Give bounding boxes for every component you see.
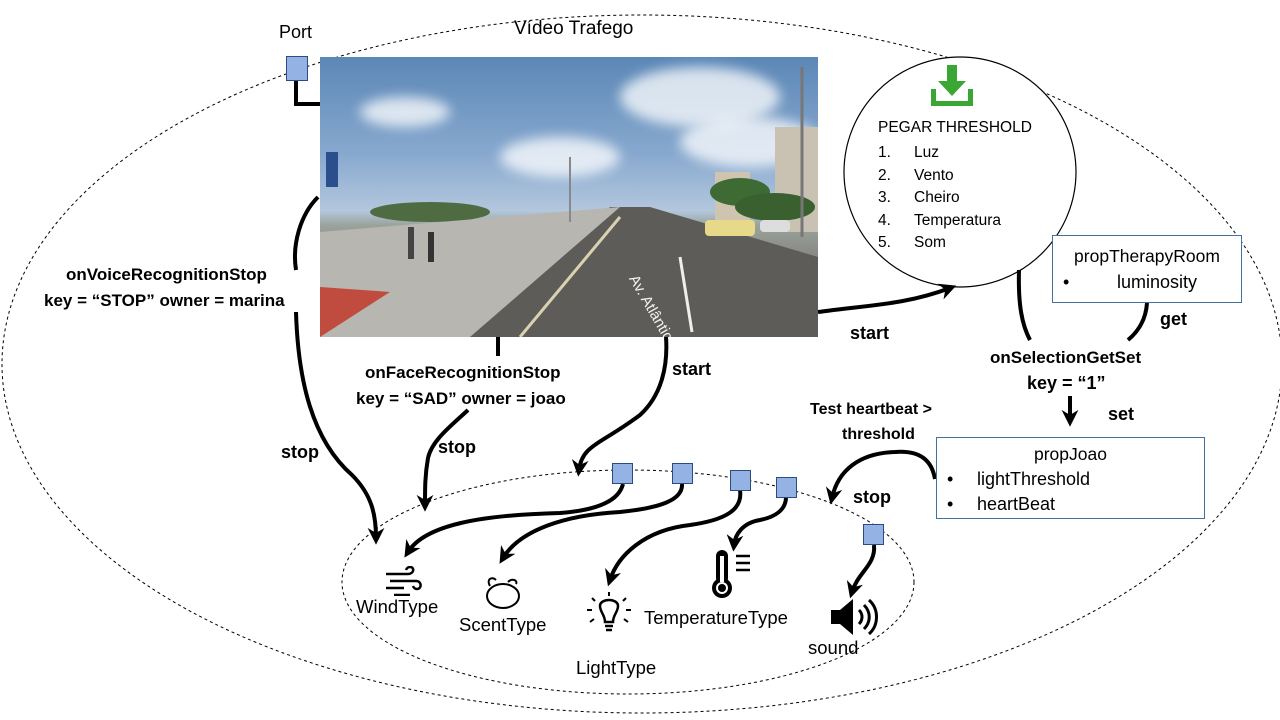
- port-label: Port: [279, 22, 313, 42]
- start-label-light: start: [672, 359, 712, 379]
- prop-joao-box[interactable]: propJoao lightThreshold heartBeat: [936, 437, 1205, 519]
- sound-port-link: [846, 544, 877, 599]
- set-label: set: [1108, 404, 1135, 424]
- prop-therapy-room-box[interactable]: propTherapyRoom luminosity: [1052, 235, 1242, 303]
- sound-port[interactable]: [863, 524, 884, 545]
- scent-bottle-icon: [486, 577, 520, 609]
- prop-therapy-get-link: [1126, 302, 1149, 342]
- face-event-condition: key = “SAD” owner = joao: [356, 389, 566, 408]
- scent-type-label: ScentType: [459, 614, 547, 635]
- test-condition-line1: Test heartbeat >: [810, 401, 932, 418]
- threshold-item[interactable]: 5.Som: [878, 234, 946, 251]
- threshold-title: PEGAR THRESHOLD: [878, 119, 1032, 136]
- wind-port[interactable]: [612, 463, 633, 484]
- threshold-list: 1.Luz 2.Vento 3.Cheiro 4.Temperatura 5.S…: [878, 142, 1001, 255]
- prop-item: luminosity: [1053, 270, 1241, 295]
- heartbeat-stop-link: [825, 449, 937, 505]
- video-start-link-threshold: [817, 283, 957, 314]
- threshold-item[interactable]: 1.Luz: [878, 144, 939, 161]
- download-icon: [931, 65, 973, 106]
- light-port-link: [605, 489, 743, 587]
- temperature-port[interactable]: [776, 477, 797, 498]
- prop-joao-title: propJoao: [1034, 444, 1107, 464]
- light-port[interactable]: [730, 470, 751, 491]
- wind-icon: [386, 566, 422, 596]
- light-type-label: LightType: [576, 657, 657, 678]
- wind-type-label: WindType: [356, 596, 439, 617]
- selection-event-key: key = “1”: [1027, 373, 1106, 393]
- sound-label: sound: [808, 637, 859, 658]
- voice-event-condition: key = “STOP” owner = marina: [44, 291, 285, 310]
- port-connector: [294, 80, 321, 106]
- scent-port-link: [499, 483, 684, 564]
- temperature-type-label: TemperatureType: [644, 607, 788, 628]
- get-label: get: [1160, 309, 1187, 329]
- speaker-icon: [831, 598, 878, 636]
- prop-item: lightThreshold: [937, 467, 1204, 492]
- stop-label-voice: stop: [281, 442, 319, 462]
- voice-event-label: onVoiceRecognitionStop: [66, 265, 267, 284]
- selection-event-label: onSelectionGetSet: [990, 348, 1142, 367]
- video-port[interactable]: [286, 56, 308, 81]
- threshold-item[interactable]: 3.Cheiro: [878, 189, 960, 206]
- outer-context-ellipse: [1, 14, 1280, 714]
- scent-port[interactable]: [672, 463, 693, 484]
- wind-port-link: [404, 483, 625, 558]
- start-label-threshold: start: [850, 323, 890, 343]
- threshold-item[interactable]: 4.Temperatura: [878, 211, 1002, 229]
- voice-stop-link: [293, 195, 376, 538]
- thermometer-icon: [712, 550, 750, 598]
- threshold-item[interactable]: 2.Vento: [878, 166, 954, 184]
- threshold-node-circle: [843, 56, 1077, 288]
- face-event-label: onFaceRecognitionStop: [365, 363, 561, 382]
- selection-link-left: [1016, 269, 1032, 341]
- prop-therapy-room-title: propTherapyRoom: [1074, 246, 1220, 266]
- media-context-ellipse: [341, 469, 915, 695]
- video-title: Vídeo Trafego: [514, 18, 634, 39]
- test-condition-line2: threshold: [842, 426, 915, 443]
- video-start-link-light: [571, 336, 669, 477]
- light-bulb-icon: [587, 592, 631, 632]
- temperature-port-link: [726, 496, 788, 552]
- traffic-video-frame[interactable]: Av. Atlântica: [320, 57, 818, 337]
- stop-label-face: stop: [438, 437, 476, 457]
- prop-item: heartBeat: [937, 492, 1204, 517]
- stop-label-sound: stop: [853, 487, 891, 507]
- face-stop-link: [425, 337, 500, 505]
